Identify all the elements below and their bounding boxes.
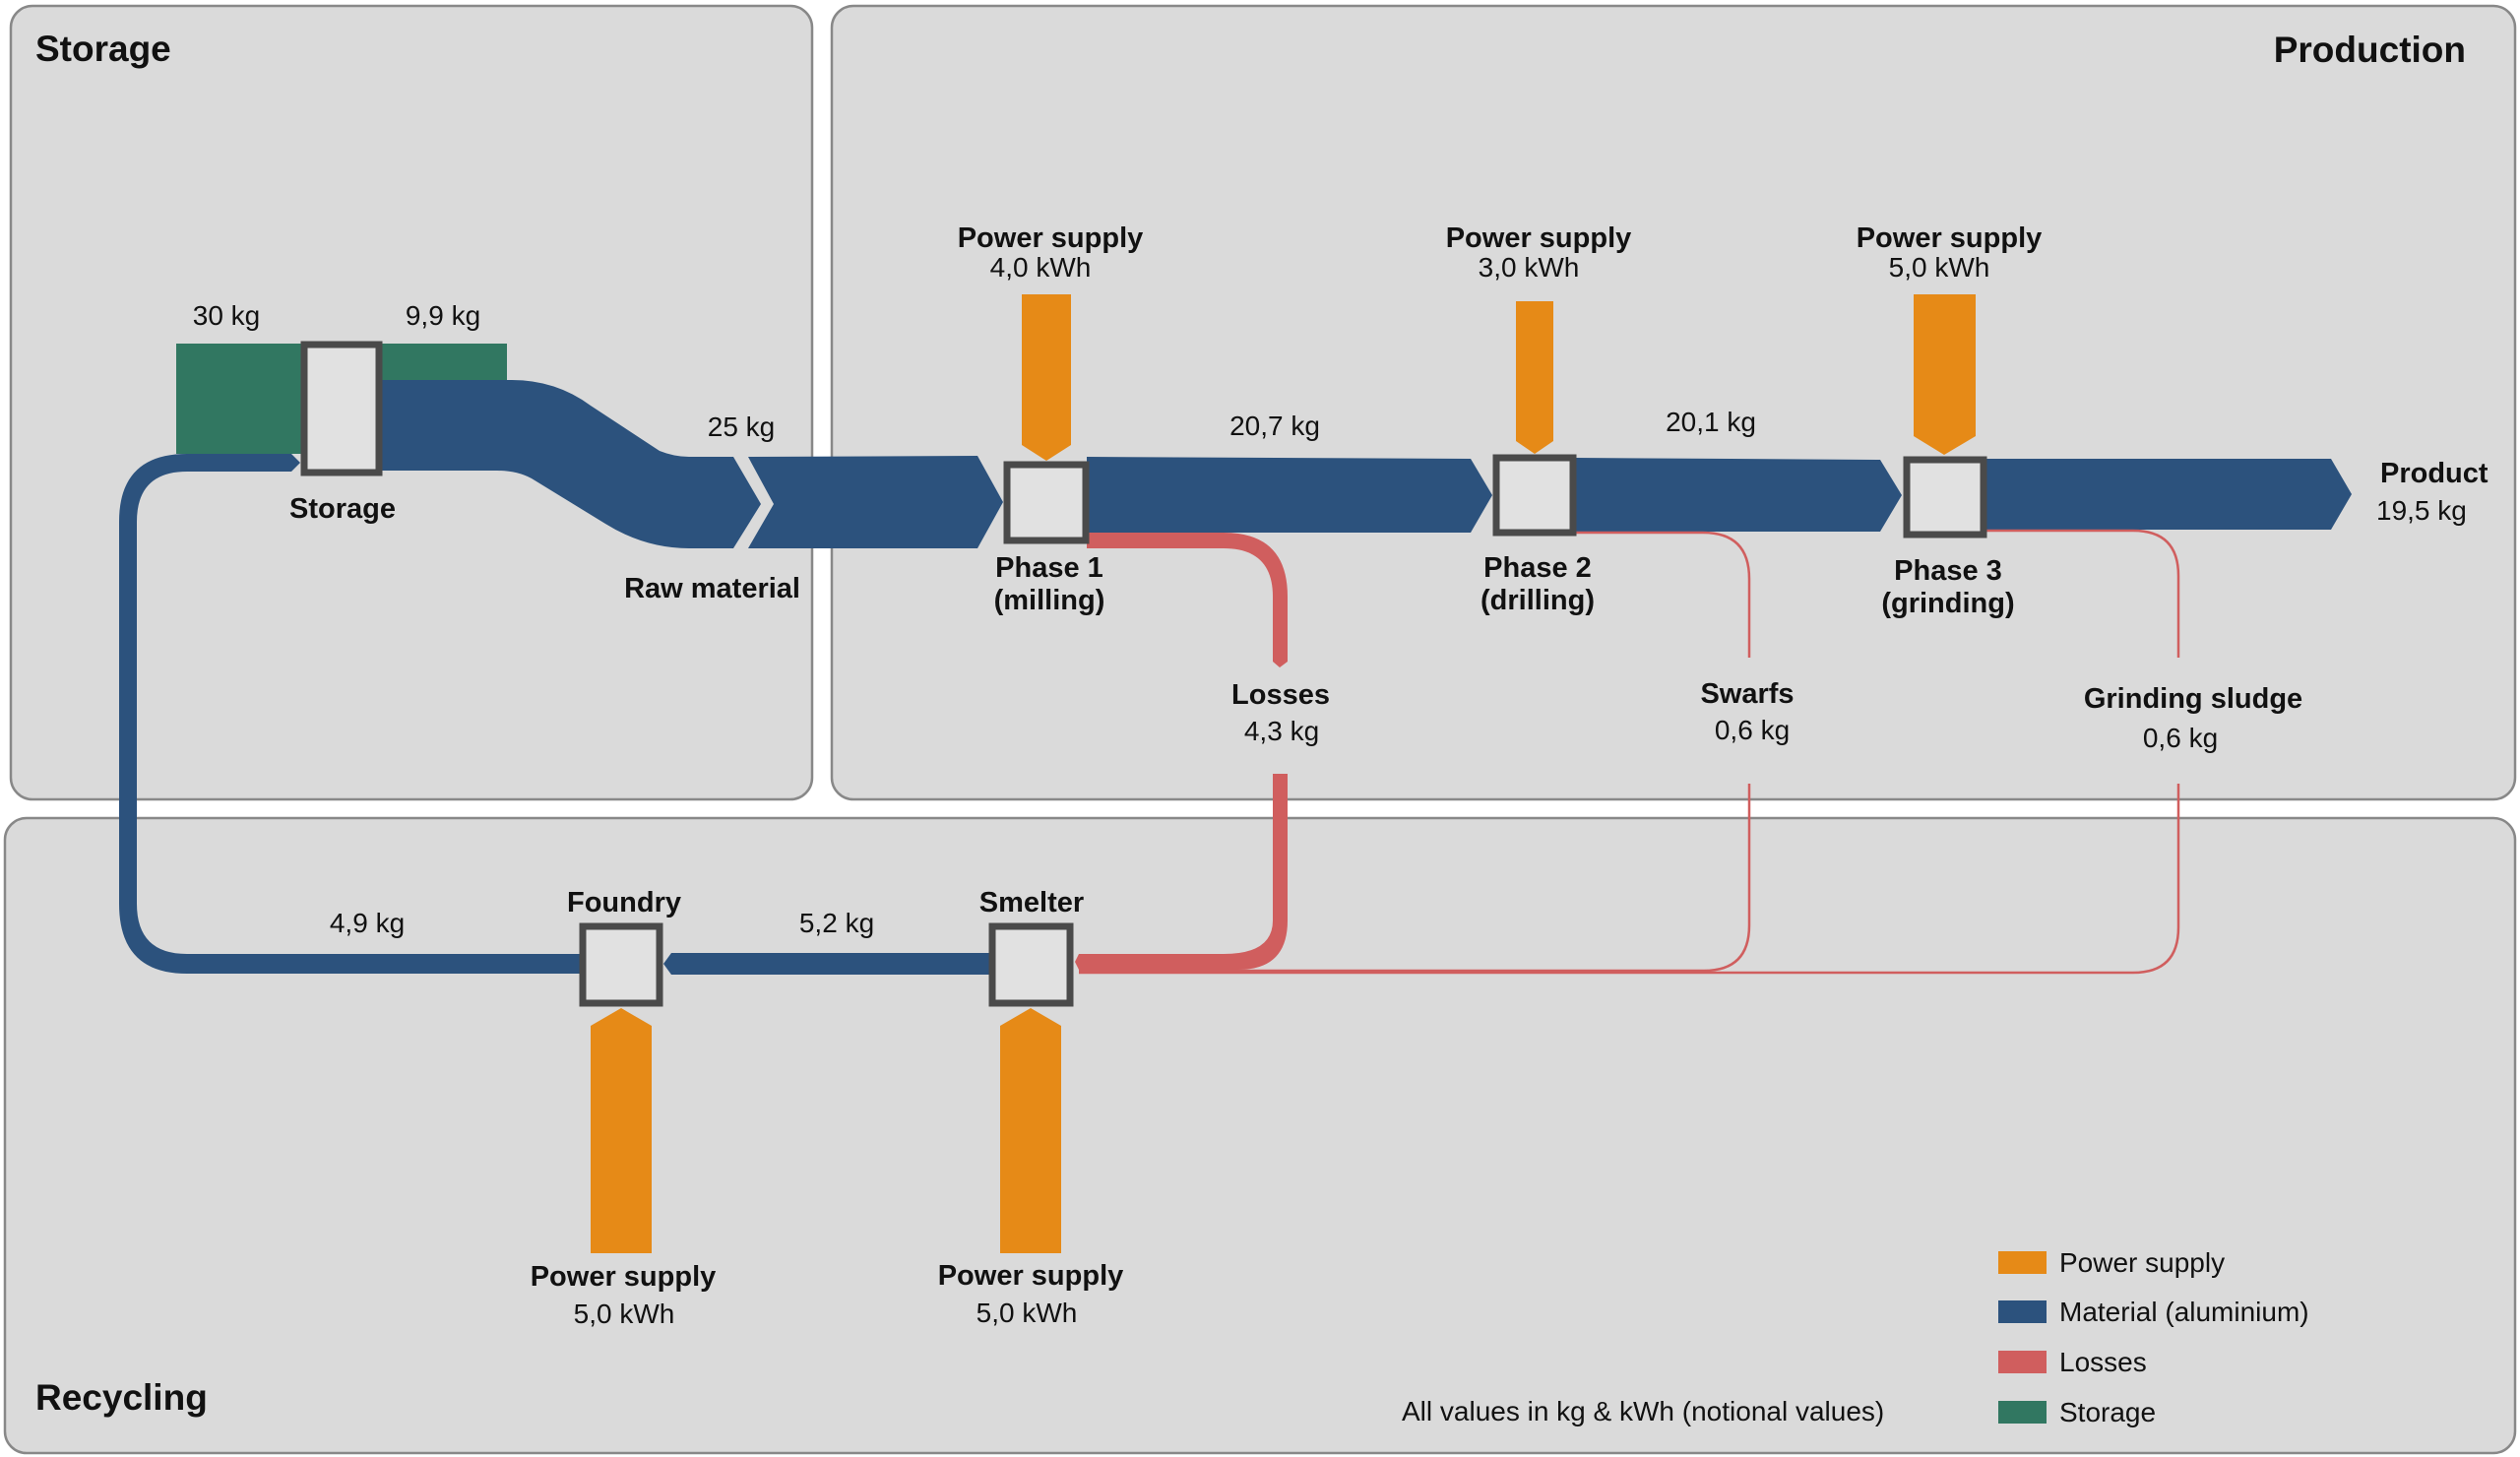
- recycling-section-title: Recycling: [35, 1377, 208, 1418]
- power-supply-phase3-value: 5,0 kWh: [1889, 252, 1990, 283]
- power-supply-phase1-label: Power supply: [958, 222, 1144, 254]
- legend-label-power-supply: Power supply: [2059, 1247, 2225, 1278]
- flow-phase3-to-product: [1985, 459, 2352, 530]
- grinding-sludge-label: Grinding sludge: [2084, 683, 2302, 715]
- legend-swatch-losses: [1998, 1351, 2047, 1373]
- power-flow-phase3: [1914, 294, 1976, 455]
- legend-swatch-material: [1998, 1300, 2047, 1323]
- power-supply-phase2-value: 3,0 kWh: [1479, 252, 1580, 283]
- power-flow-phase2: [1516, 301, 1553, 454]
- swarfs-value: 0,6 kg: [1715, 715, 1790, 745]
- production-section-title: Production: [2274, 30, 2466, 70]
- phase3-label: Phase 3: [1894, 555, 2002, 587]
- flow-raw-material-to-phase1: [748, 456, 1003, 548]
- node-phase3[interactable]: [1903, 456, 1987, 538]
- legend: Power supply Material (aluminium) Losses…: [1998, 1247, 2309, 1427]
- node-storage[interactable]: [300, 341, 383, 476]
- power-flow-smelter: [1000, 1008, 1061, 1253]
- product-value: 19,5 kg: [2376, 495, 2467, 526]
- foundry-label: Foundry: [567, 887, 681, 919]
- storage-inflow-block: [176, 344, 302, 454]
- power-flow-phase1: [1022, 294, 1071, 461]
- flow-smelter-to-foundry: [663, 953, 990, 975]
- smelter-label: Smelter: [979, 887, 1084, 919]
- raw-material-label: Raw material: [624, 573, 800, 604]
- legend-label-losses: Losses: [2059, 1347, 2147, 1377]
- phase1-label: Phase 1: [995, 552, 1103, 584]
- node-phase1[interactable]: [1003, 461, 1090, 544]
- product-label: Product: [2380, 458, 2488, 489]
- flow-phase2-to-phase3: [1575, 458, 1902, 532]
- phase2-label: Phase 2: [1483, 552, 1592, 584]
- power-supply-phase3-label: Power supply: [1857, 222, 2043, 254]
- storage-section-title: Storage: [35, 29, 171, 69]
- losses-label: Losses: [1231, 679, 1330, 711]
- flow-phase1-to-losses: [1087, 533, 1288, 667]
- power-supply-phase1-value: 4,0 kWh: [990, 252, 1092, 283]
- flow-storage-to-raw-material: [382, 380, 761, 548]
- node-smelter[interactable]: [988, 922, 1074, 1007]
- power-supply-smelter-label: Power supply: [938, 1260, 1124, 1292]
- legend-swatch-power-supply: [1998, 1251, 2047, 1274]
- flow-phase2-to-swarfs: [1575, 531, 1751, 658]
- storage-level-value: 9,9 kg: [406, 300, 480, 331]
- storage-inflow-value: 30 kg: [193, 300, 261, 331]
- power-supply-smelter-value: 5,0 kWh: [976, 1298, 1078, 1328]
- phase2-sublabel: (drilling): [1480, 585, 1595, 616]
- smelter-output-value: 5,2 kg: [799, 908, 874, 938]
- legend-swatch-storage: [1998, 1401, 2047, 1424]
- phase1-sublabel: (milling): [994, 585, 1105, 616]
- raw-material-value: 25 kg: [708, 412, 776, 442]
- flow-grinding-sludge-to-smelter: [1079, 784, 2180, 975]
- phase2-output-value: 20,1 kg: [1666, 407, 1756, 437]
- phase3-sublabel: (grinding): [1881, 588, 2014, 619]
- losses-value: 4,3 kg: [1244, 716, 1319, 746]
- legend-label-material: Material (aluminium): [2059, 1297, 2309, 1327]
- production-panel: [830, 4, 2517, 801]
- storage-level-block: [382, 344, 507, 383]
- flow-phase1-to-phase2: [1087, 457, 1492, 533]
- power-flow-foundry: [591, 1008, 652, 1253]
- foundry-output-value: 4,9 kg: [330, 908, 405, 938]
- power-supply-phase2-label: Power supply: [1446, 222, 1632, 254]
- phase1-output-value: 20,7 kg: [1229, 411, 1320, 441]
- power-supply-foundry-label: Power supply: [531, 1261, 717, 1293]
- storage-node-label: Storage: [289, 493, 396, 525]
- flow-losses-to-smelter: [1075, 774, 1288, 970]
- flow-swarfs-to-smelter: [1079, 784, 1751, 973]
- node-phase2[interactable]: [1492, 454, 1577, 537]
- grinding-sludge-value: 0,6 kg: [2143, 723, 2218, 753]
- swarfs-label: Swarfs: [1700, 678, 1794, 710]
- flow-phase3-to-grinding-sludge: [1985, 529, 2180, 658]
- legend-label-storage: Storage: [2059, 1397, 2156, 1427]
- node-foundry[interactable]: [579, 922, 663, 1007]
- units-note: All values in kg & kWh (notional values): [1402, 1396, 1884, 1426]
- power-supply-foundry-value: 5,0 kWh: [574, 1299, 675, 1329]
